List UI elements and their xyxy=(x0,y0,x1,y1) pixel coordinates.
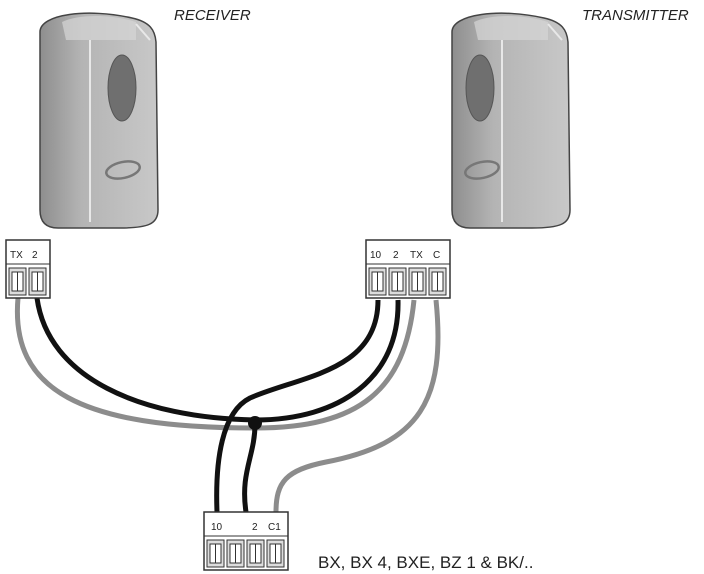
receiver-terminal-block xyxy=(5,239,51,299)
transmitter-lens xyxy=(465,54,495,122)
terminal-screw xyxy=(28,267,47,296)
wire-transmitter-10-black xyxy=(214,299,381,513)
terminal-screw xyxy=(368,267,387,296)
control-terminal-block xyxy=(203,511,289,571)
terminal-screw xyxy=(246,539,265,568)
terminal-screw xyxy=(388,267,407,296)
receiver-indicator xyxy=(105,160,141,180)
transmitter-terminal-block xyxy=(365,239,451,299)
terminal-label: 2 xyxy=(393,250,399,261)
terminal-screw xyxy=(266,539,285,568)
receiver-device xyxy=(39,12,159,229)
terminal-label: 10 xyxy=(370,250,382,261)
terminal-screw xyxy=(226,539,245,568)
terminal-label: TX xyxy=(10,250,23,261)
wire-receiver-tx-gray xyxy=(14,297,417,431)
terminal-screw xyxy=(408,267,427,296)
terminal-label: C1 xyxy=(268,522,281,533)
terminal-screw xyxy=(428,267,447,296)
wire-transmitter-c-gray xyxy=(273,299,441,513)
transmitter-indicator xyxy=(464,160,500,180)
transmitter-label: TRANSMITTER xyxy=(582,7,689,24)
terminal-label: TX xyxy=(410,250,423,261)
terminal-screw xyxy=(8,267,27,296)
receiver-lens xyxy=(107,54,137,122)
terminal-label: 10 xyxy=(211,522,223,533)
terminal-label: 2 xyxy=(32,250,38,261)
receiver-label: RECEIVER xyxy=(174,7,251,24)
wires xyxy=(14,297,441,513)
terminal-label: 2 xyxy=(252,522,258,533)
terminal-screw xyxy=(206,539,225,568)
terminal-label: C xyxy=(433,250,440,261)
model-caption: BX, BX 4, BXE, BZ 1 & BK/.. xyxy=(318,553,533,572)
transmitter-device xyxy=(451,12,571,229)
wire-junction-dot xyxy=(248,416,262,430)
wire-junction-2-black xyxy=(242,423,258,513)
